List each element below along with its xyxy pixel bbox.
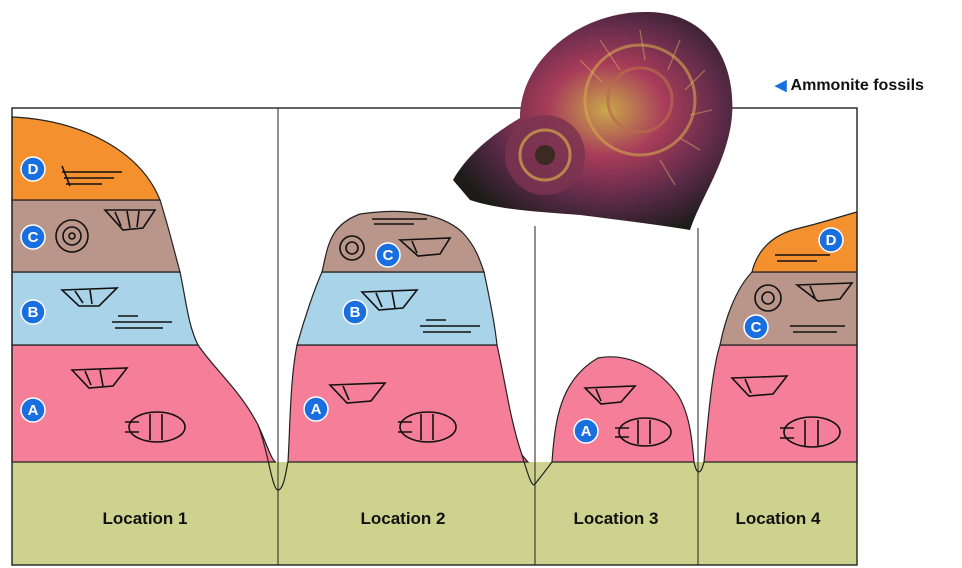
layer-badge: C (744, 315, 768, 339)
layer-badge-letter: C (28, 229, 39, 246)
layer-badge: D (819, 228, 843, 252)
location-3-strata (552, 357, 694, 462)
layer-badge: A (574, 419, 598, 443)
layer-badge: B (343, 300, 367, 324)
location-3-label: Location 3 (573, 509, 658, 528)
layer-badge-letter: A (311, 401, 322, 418)
layer-badge-letter: C (751, 319, 762, 336)
ammonite-fossil-photo-icon (453, 12, 732, 230)
caption-text: Ammonite fossils (791, 77, 924, 94)
layer-badge-letter: D (826, 232, 837, 249)
layer-badge: D (21, 157, 45, 181)
layer-a-location-4 (704, 345, 857, 462)
layer-badge: A (21, 398, 45, 422)
ammonite-fossils-caption: ◀Ammonite fossils (775, 76, 924, 95)
location-1-strata (12, 117, 276, 462)
layer-a-location-3 (552, 357, 694, 462)
layer-badge-letter: C (383, 247, 394, 264)
location-2-label: Location 2 (360, 509, 445, 528)
layer-badge: B (21, 300, 45, 324)
location-2-strata (288, 211, 528, 462)
layer-badge-letter: D (28, 161, 39, 178)
layer-badge-letter: A (581, 423, 592, 440)
left-arrow-icon: ◀ (775, 77, 787, 94)
layer-badge-letter: B (350, 304, 361, 321)
layer-badge-letter: A (28, 402, 39, 419)
location-4-label: Location 4 (735, 509, 821, 528)
layer-badge: C (376, 243, 400, 267)
layer-badge: C (21, 225, 45, 249)
layer-badge-letter: B (28, 304, 39, 321)
layer-badge: A (304, 397, 328, 421)
layer-a-location-1 (12, 345, 276, 462)
location-1-label: Location 1 (102, 509, 187, 528)
